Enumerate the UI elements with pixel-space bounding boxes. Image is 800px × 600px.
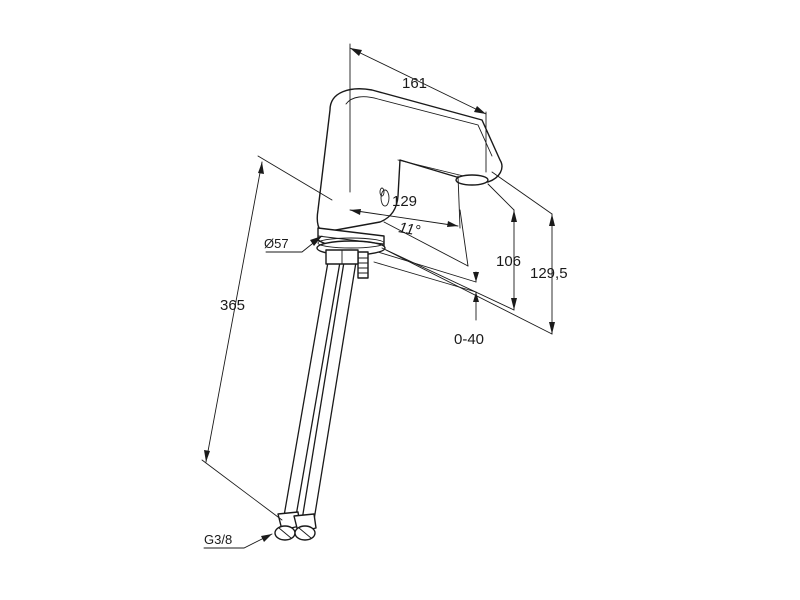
label-161: 161: [402, 75, 427, 92]
dimension-heights: 106 129,5: [381, 171, 568, 335]
label-106: 106: [496, 253, 521, 270]
label-diameter: Ø57: [264, 236, 289, 251]
dimension-129: 129: [349, 175, 461, 229]
faucet-body: [316, 88, 503, 233]
dimension-365: 365: [201, 155, 333, 521]
label-365: 365: [220, 297, 245, 314]
label-angle: 11°: [397, 219, 421, 239]
dimension-deck: 0-40: [373, 251, 484, 348]
hose-fittings: [274, 511, 317, 541]
label-129: 129: [392, 193, 417, 210]
dimension-161: 161: [349, 43, 487, 193]
label-deck: 0-40: [454, 331, 484, 348]
dimension-angle: 11°: [383, 209, 469, 267]
supply-hoses: [283, 249, 359, 521]
label-thread: G3/8: [204, 532, 232, 547]
dimension-diameter: Ø57: [264, 235, 323, 253]
dimension-thread: G3/8: [203, 532, 273, 549]
label-129-5: 129,5: [530, 265, 568, 282]
